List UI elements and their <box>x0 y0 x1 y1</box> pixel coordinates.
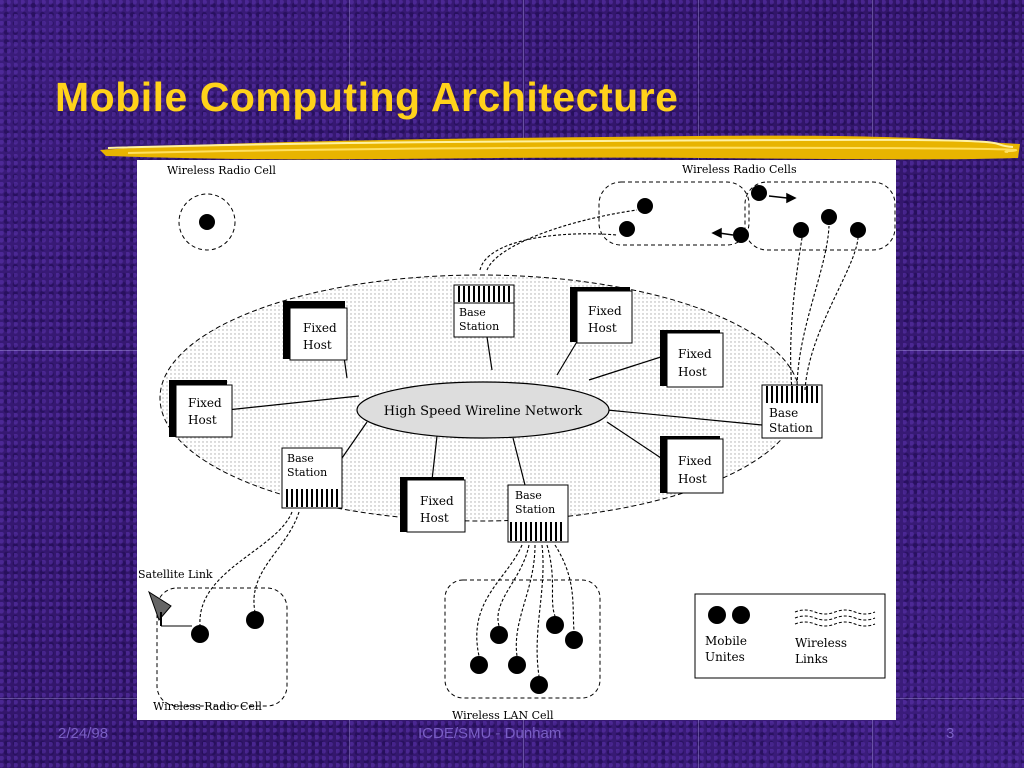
cell-label: Wireless LAN Cell <box>452 709 554 720</box>
svg-text:Base: Base <box>287 452 314 465</box>
satellite-link-label: Satellite Link <box>138 568 213 581</box>
fixed-host: Fixed Host <box>570 287 633 344</box>
base-station: Base Station <box>507 484 569 543</box>
svg-text:Host: Host <box>188 413 217 427</box>
svg-text:Base: Base <box>515 489 542 502</box>
mobile-unit <box>199 214 215 230</box>
cell-label: Wireless Radio Cell <box>167 164 276 177</box>
legend-wireless-links: Links <box>795 652 828 666</box>
legend-mobile-units: Unites <box>705 650 745 664</box>
base-station: Base Station <box>453 284 515 338</box>
fixed-host: Fixed Host <box>660 436 724 494</box>
svg-text:Station: Station <box>769 421 813 435</box>
network-label: High Speed Wireline Network <box>384 404 583 419</box>
lan-cell <box>444 579 601 699</box>
footer-date: 2/24/98 <box>58 725 109 742</box>
radio-cell <box>178 193 236 251</box>
high-speed-network <box>356 381 610 439</box>
fixed-host: Fixed Host <box>283 301 348 361</box>
base-station: Base Station <box>761 384 823 439</box>
page-number: 3 <box>946 725 955 742</box>
fixed-host: Fixed Host <box>169 380 233 438</box>
radio-cell <box>744 181 896 251</box>
fixed-host: Fixed Host <box>400 477 466 533</box>
svg-text:Fixed: Fixed <box>588 304 622 318</box>
svg-text:Fixed: Fixed <box>188 396 222 410</box>
svg-text:Fixed: Fixed <box>420 494 454 508</box>
title-underline-brush <box>100 135 1020 160</box>
architecture-diagram: High Speed Wireline Network Fixed Host F… <box>137 160 896 722</box>
mobile-unit <box>246 611 264 629</box>
footer-center: ICDE/SMU - Dunham <box>418 725 562 742</box>
svg-text:Host: Host <box>420 511 449 525</box>
svg-text:Host: Host <box>678 472 707 486</box>
svg-text:Base: Base <box>459 306 486 319</box>
radio-cell <box>598 181 750 246</box>
svg-text:Fixed: Fixed <box>303 321 337 335</box>
slide-title: Mobile Computing Architecture <box>55 74 679 120</box>
svg-text:Station: Station <box>515 503 555 516</box>
cell-label: Wireless Radio Cells <box>682 163 797 176</box>
mobile-units <box>470 616 583 694</box>
legend: Mobile Unites Wireless Links <box>694 593 886 679</box>
svg-text:Fixed: Fixed <box>678 347 712 361</box>
svg-text:Host: Host <box>588 321 617 335</box>
svg-text:Host: Host <box>303 338 332 352</box>
mobile-units <box>619 185 866 243</box>
svg-text:Fixed: Fixed <box>678 454 712 468</box>
base-station: Base Station <box>281 447 343 509</box>
legend-wireless-links: Wireless <box>795 636 847 650</box>
wireless-links <box>479 209 859 391</box>
mobile-unit <box>191 625 209 643</box>
fixed-host: Fixed Host <box>660 330 724 388</box>
svg-text:Station: Station <box>287 466 327 479</box>
satellite-dish-icon <box>148 590 192 627</box>
svg-text:Host: Host <box>678 365 707 379</box>
wireless-links <box>476 544 575 677</box>
svg-text:Base: Base <box>769 406 798 420</box>
radio-cell <box>156 587 288 707</box>
cell-label: Wireless Radio Cell <box>153 700 262 713</box>
wired-links <box>226 324 763 486</box>
wireless-links <box>199 511 300 626</box>
legend-mobile-units: Mobile <box>705 634 747 648</box>
svg-text:Station: Station <box>459 320 499 333</box>
